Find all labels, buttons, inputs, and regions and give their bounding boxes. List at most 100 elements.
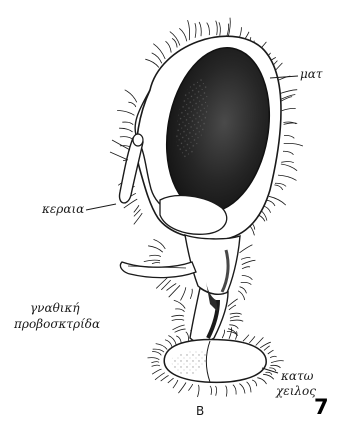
bristle bbox=[172, 319, 184, 320]
bristle bbox=[238, 291, 245, 300]
bristle bbox=[199, 22, 201, 36]
bristle bbox=[190, 289, 192, 299]
bristle bbox=[281, 161, 294, 162]
bristle bbox=[117, 110, 134, 115]
bristle bbox=[178, 383, 186, 394]
bristle bbox=[241, 257, 250, 259]
bristle bbox=[242, 260, 256, 264]
maxillary-palp bbox=[120, 262, 196, 278]
bristle bbox=[168, 378, 174, 383]
antenna bbox=[110, 134, 143, 203]
bristle bbox=[260, 342, 271, 348]
leader-antenna bbox=[86, 204, 116, 210]
bristle bbox=[152, 369, 161, 374]
bristle bbox=[239, 384, 245, 394]
bristle bbox=[144, 260, 160, 261]
bristle bbox=[270, 365, 280, 367]
bristle bbox=[252, 380, 257, 386]
bristle bbox=[175, 329, 186, 332]
bristle bbox=[122, 122, 133, 125]
bristle bbox=[119, 128, 133, 132]
bristle bbox=[195, 23, 196, 38]
bristle bbox=[229, 305, 236, 310]
bristle bbox=[198, 385, 200, 397]
bristle bbox=[268, 350, 274, 354]
bristle bbox=[271, 361, 284, 363]
label-antenna: κεραια bbox=[42, 203, 84, 216]
bristle bbox=[219, 22, 220, 35]
bristle bbox=[263, 374, 274, 379]
bristle bbox=[230, 313, 242, 314]
bristle bbox=[166, 41, 172, 52]
bristle bbox=[188, 384, 192, 391]
bristle bbox=[156, 344, 168, 350]
bristle bbox=[267, 200, 275, 206]
bristle bbox=[156, 278, 167, 289]
bristle bbox=[172, 38, 177, 47]
bristle bbox=[229, 325, 238, 329]
bristle bbox=[222, 330, 224, 339]
bristle bbox=[278, 175, 297, 180]
bristle bbox=[242, 267, 250, 269]
bristle bbox=[186, 332, 189, 341]
bristle bbox=[284, 136, 294, 139]
bristle bbox=[270, 356, 276, 357]
figure-number: 7 bbox=[314, 396, 329, 418]
bristle bbox=[281, 164, 297, 171]
bristle bbox=[279, 95, 295, 101]
bristle bbox=[175, 309, 184, 312]
bristle bbox=[230, 320, 243, 321]
bristle bbox=[170, 32, 180, 46]
bristle bbox=[243, 335, 249, 342]
bristle bbox=[165, 340, 172, 347]
bristle bbox=[241, 282, 252, 284]
bristle bbox=[128, 102, 135, 107]
bristle bbox=[152, 53, 162, 63]
bristle bbox=[247, 382, 251, 393]
bristle bbox=[148, 358, 160, 360]
bristle bbox=[149, 255, 161, 256]
bristle bbox=[257, 378, 266, 384]
bristle bbox=[125, 90, 137, 103]
bristle bbox=[216, 21, 218, 36]
bristle bbox=[275, 183, 286, 186]
bristle bbox=[216, 386, 217, 396]
bristle bbox=[179, 28, 187, 41]
bristle bbox=[274, 185, 282, 190]
bristle bbox=[269, 196, 286, 205]
panel-letter: B bbox=[196, 405, 204, 418]
bristle bbox=[152, 262, 160, 263]
bristle bbox=[153, 44, 165, 59]
label-labellum-line1: κατω bbox=[281, 370, 313, 383]
bristle bbox=[228, 299, 238, 307]
bristle bbox=[120, 137, 132, 139]
bristle bbox=[264, 346, 270, 351]
bristle bbox=[161, 376, 169, 382]
bristle bbox=[249, 336, 255, 343]
bristle bbox=[145, 59, 159, 67]
bristle bbox=[226, 386, 227, 397]
bristle bbox=[173, 380, 178, 388]
bristle bbox=[168, 336, 176, 345]
bristle bbox=[148, 246, 163, 252]
bristle bbox=[152, 351, 161, 355]
bristle bbox=[230, 316, 240, 318]
bristle bbox=[134, 205, 139, 212]
bristle bbox=[181, 287, 186, 300]
bristle bbox=[283, 151, 294, 154]
bristle bbox=[152, 365, 160, 366]
bristle bbox=[242, 275, 253, 279]
bristle bbox=[210, 386, 212, 395]
bristle bbox=[233, 385, 236, 395]
label-labellum-line2: χειλος bbox=[276, 385, 316, 398]
bristle bbox=[207, 23, 210, 35]
bristle bbox=[174, 300, 185, 308]
label-palp-line2: προβοσκτρίδα bbox=[14, 318, 100, 331]
bristle bbox=[256, 337, 264, 345]
bristle bbox=[240, 245, 253, 253]
bristle bbox=[167, 284, 177, 291]
bristle bbox=[171, 315, 184, 316]
bristle bbox=[282, 108, 296, 110]
bristle bbox=[176, 336, 181, 343]
